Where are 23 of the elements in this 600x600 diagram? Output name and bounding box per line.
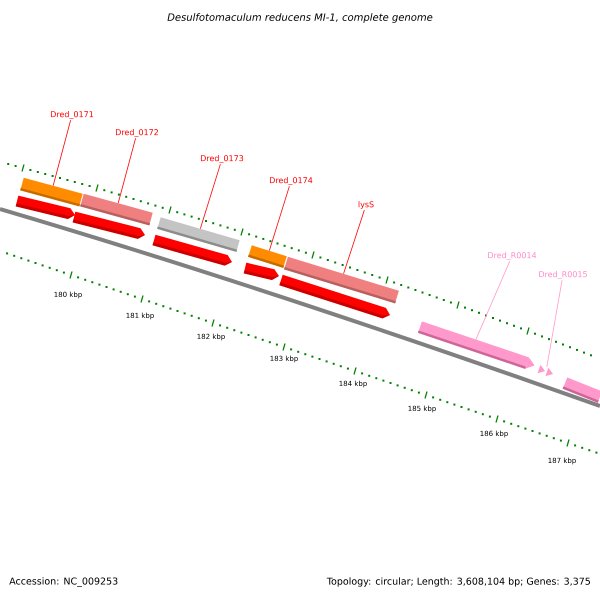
gene-marker: [538, 364, 553, 376]
genome-info: Topology: circular; Length: 3,608,104 bp; Genes: 3,375: [326, 577, 590, 587]
leader-line: [546, 280, 562, 368]
gene-bar: [16, 196, 75, 219]
leader-line: [200, 164, 221, 229]
gene-bar: [562, 377, 600, 403]
gene-bar: [152, 234, 232, 266]
gene-label: Dred_R0015: [539, 271, 587, 279]
leader-line: [476, 260, 510, 340]
gene-label: Dred_0171: [50, 111, 94, 119]
gene-label: Dred_R0014: [488, 252, 536, 260]
gene-label: Dred_0174: [270, 177, 312, 185]
leader-line: [52, 120, 72, 186]
gene-label: lysS: [358, 201, 374, 209]
title: Desulfotomaculum reducens MI-1, complete genome: [167, 13, 432, 23]
gene-label: Dred_0172: [116, 129, 158, 137]
leader-line: [343, 210, 365, 274]
gene-bar: [72, 212, 145, 239]
accession-label: Accession: NC_009253: [9, 577, 118, 587]
gene-bar: [244, 262, 279, 280]
gene-label: Dred_0173: [200, 155, 244, 163]
gene-bar: [279, 274, 390, 318]
gene-bar: [418, 321, 535, 369]
